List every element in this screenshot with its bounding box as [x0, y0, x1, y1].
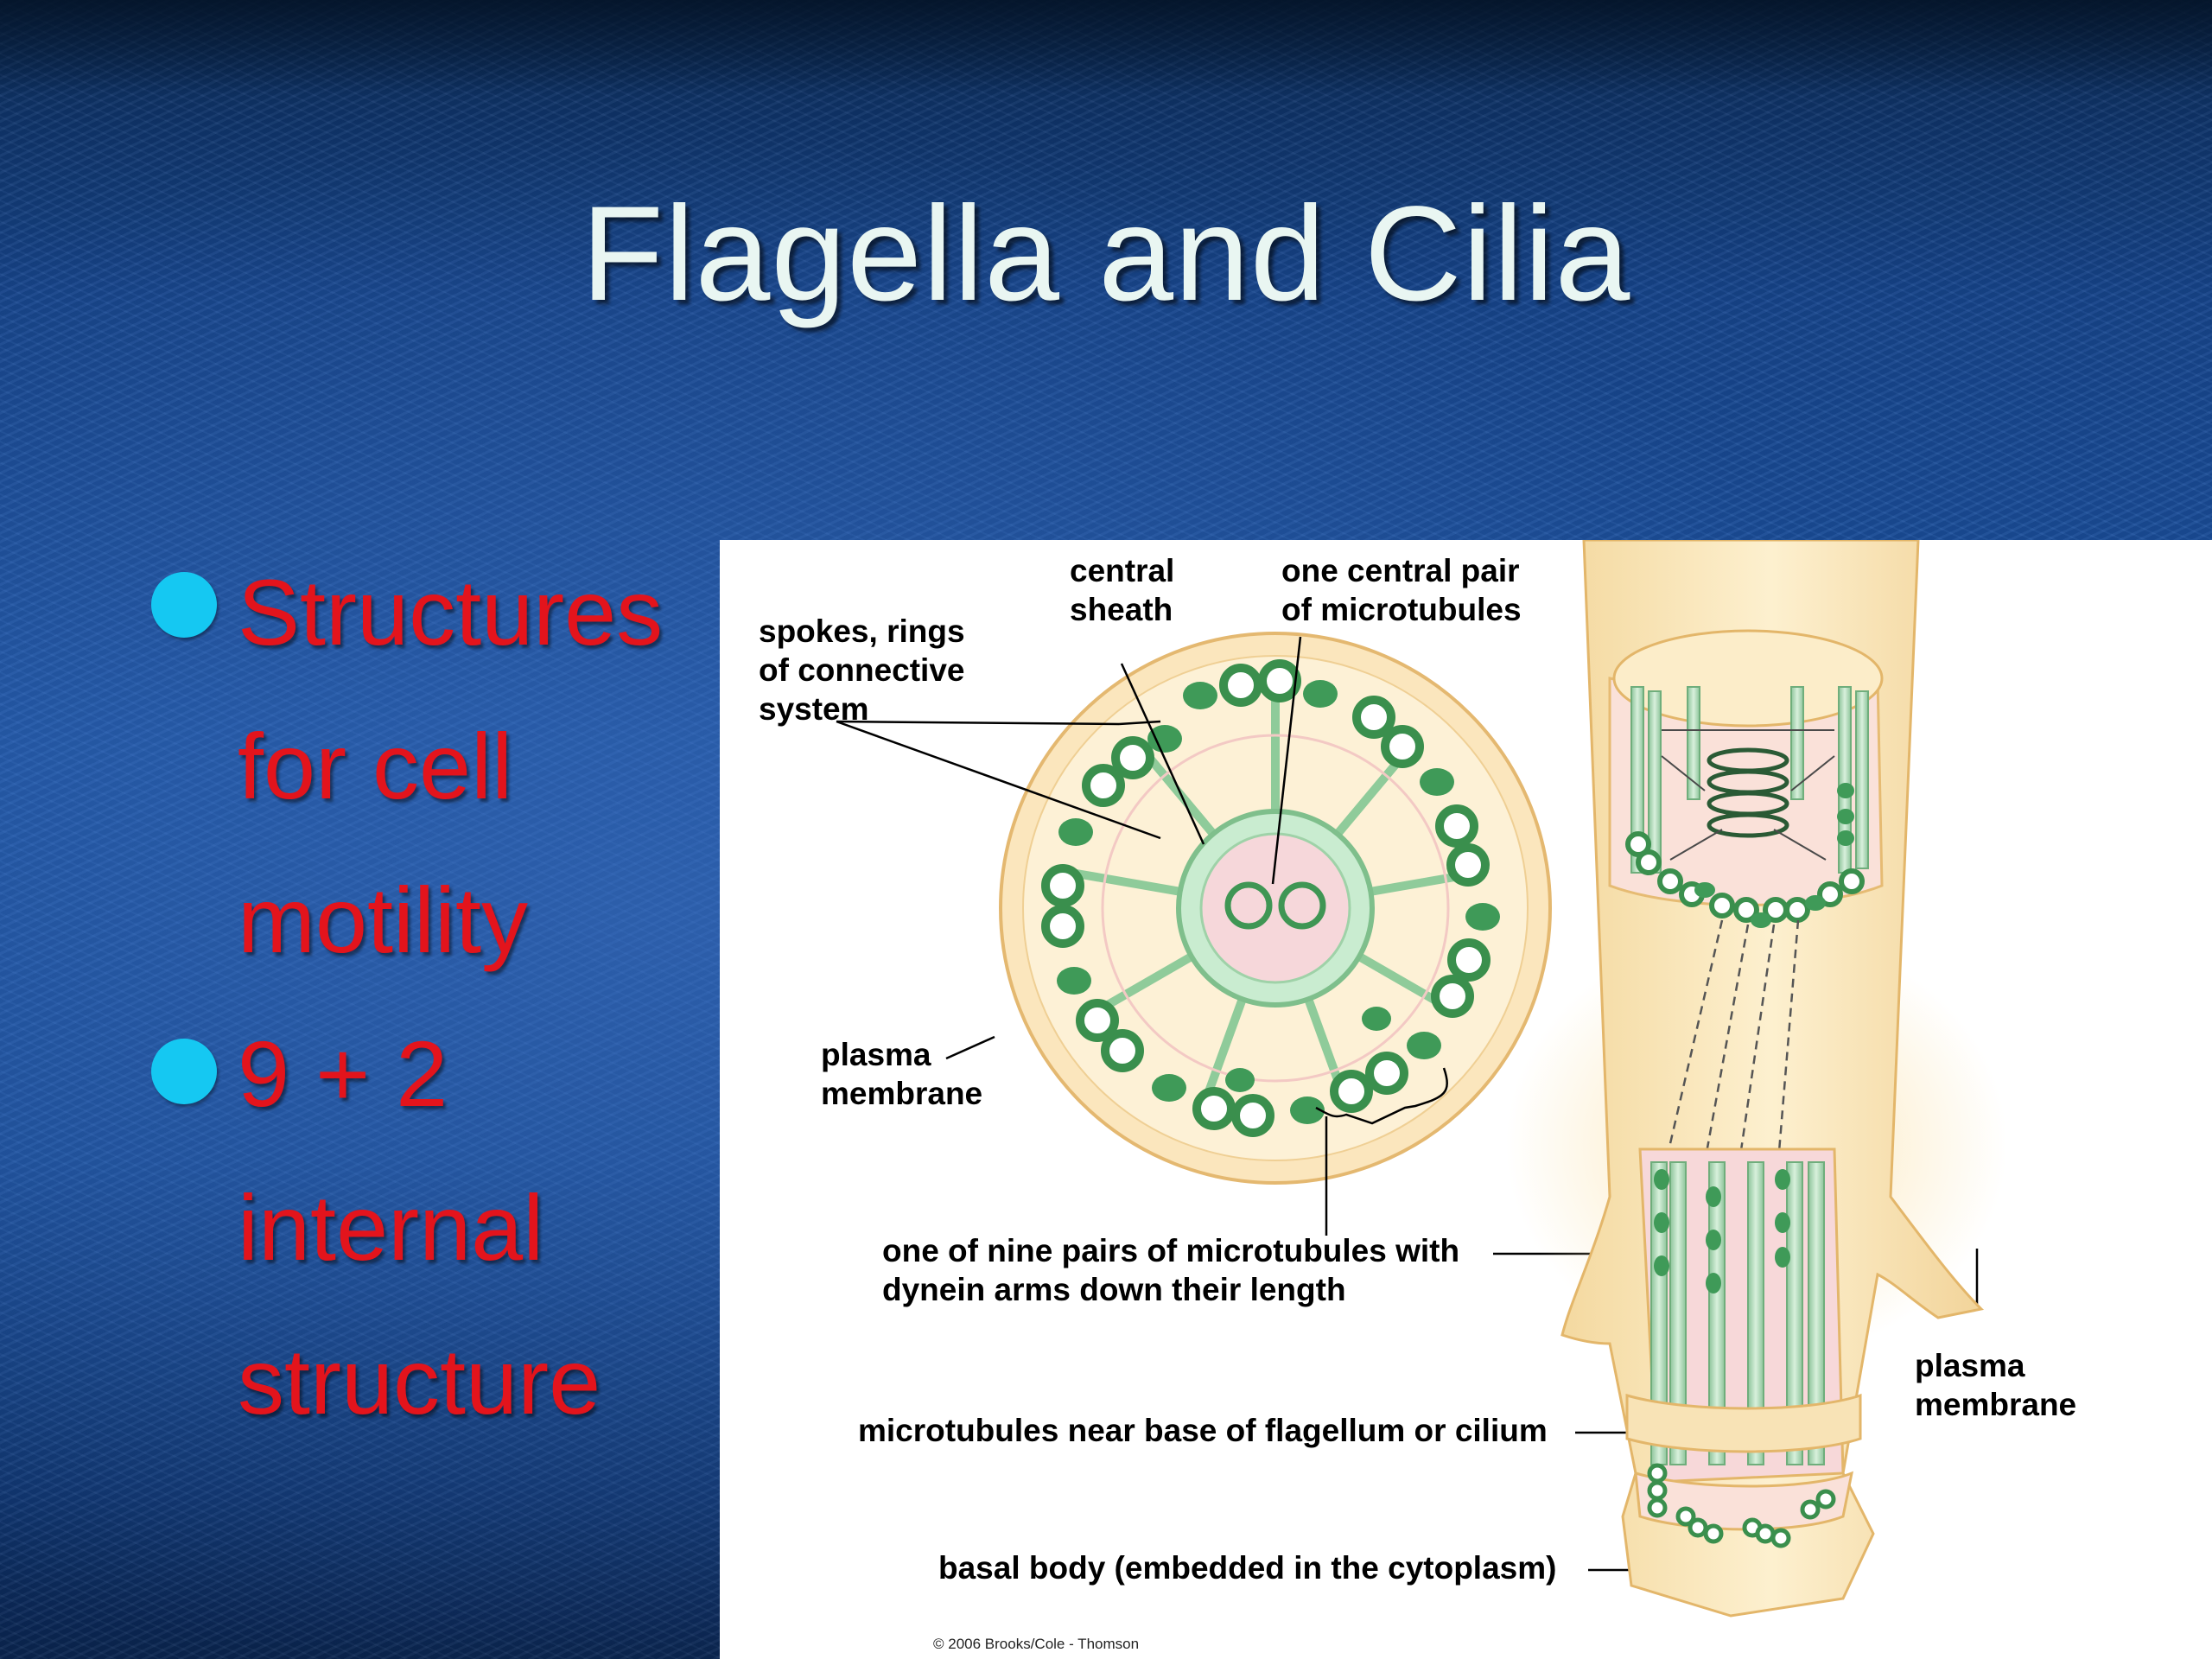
label-spokes: spokes, rings of connective system — [759, 613, 965, 727]
label-plasma-membrane-right: plasma membrane — [1915, 1348, 2077, 1422]
label-basal-body: basal body (embedded in the cytoplasm) — [938, 1550, 1557, 1586]
bullet-list: Structures for cell motility 9 + 2 inter… — [147, 536, 709, 1459]
label-plasma-membrane-left: plasma membrane — [821, 1037, 983, 1111]
bullet-dot-icon — [151, 572, 217, 638]
figure-copyright: © 2006 Brooks/Cole - Thomson — [933, 1636, 1140, 1652]
label-nine-pairs: one of nine pairs of microtubules with d… — [882, 1233, 1460, 1307]
flagellum-illustration — [836, 540, 2007, 1618]
longitudinal-flagellum — [1506, 540, 2007, 1618]
bullet-item: 9 + 2 internal structure — [147, 997, 709, 1459]
bullet-item: Structures for cell motility — [147, 536, 709, 997]
bullet-line: Structures — [238, 560, 664, 664]
bullet-line: for cell — [238, 714, 513, 818]
label-central-pair: one central pair of microtubules — [1281, 553, 1522, 627]
flagellum-figure: central sheath one central pair of micro… — [720, 540, 2212, 1659]
bullet-dot-icon — [151, 1039, 217, 1104]
slide-title: Flagella and Cilia — [581, 179, 1631, 329]
bullet-line: structure — [238, 1329, 601, 1433]
label-near-base: microtubules near base of flagellum or c… — [858, 1413, 1548, 1448]
bullet-line: 9 + 2 — [238, 1021, 448, 1126]
label-central-sheath: central sheath — [1070, 553, 1175, 627]
bullet-line: motility — [238, 868, 529, 972]
bullet-line: internal — [238, 1175, 544, 1280]
cross-section — [999, 632, 1552, 1185]
